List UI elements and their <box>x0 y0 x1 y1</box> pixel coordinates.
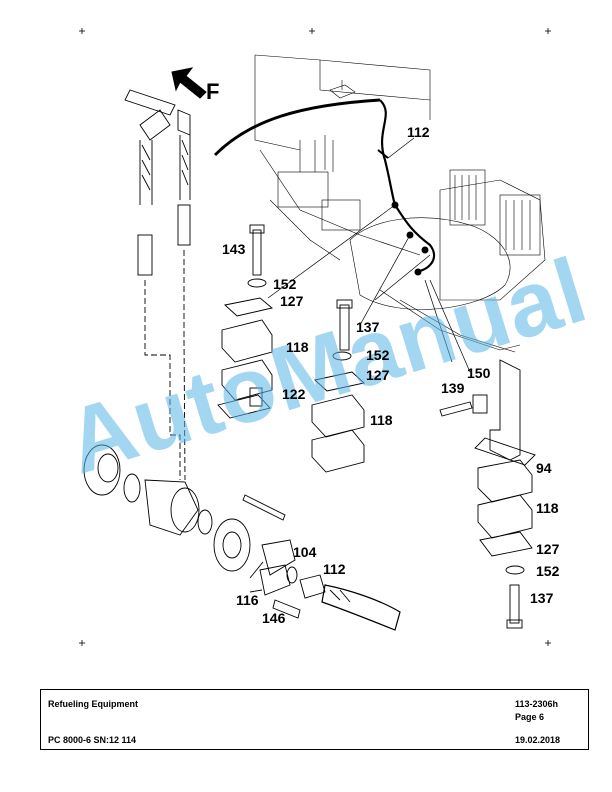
callout-137-middle: 137 <box>356 319 380 335</box>
clamp-stack-middle <box>311 299 365 473</box>
callout-118-middle: 118 <box>370 412 393 428</box>
callout-118-left: 118 <box>286 339 309 355</box>
callout-112-top: 112 <box>407 124 430 140</box>
callout-104: 104 <box>293 544 317 560</box>
title-block: Refueling Equipment 113-2306h Page 6 PC … <box>40 689 589 750</box>
swivel-assembly <box>83 444 401 631</box>
callout-112-bottom: 112 <box>323 561 346 577</box>
callout-146: 146 <box>262 610 286 626</box>
hose-assembly-left <box>124 89 191 481</box>
callout-127-right: 127 <box>536 541 560 557</box>
parts-diagram <box>79 28 551 646</box>
bracket-right <box>439 359 536 629</box>
machine-structure <box>254 54 546 353</box>
footer-model: PC 8000-6 SN:12 114 <box>48 735 137 745</box>
callout-94: 94 <box>536 460 552 476</box>
footer-date: 19.02.2018 <box>515 735 561 745</box>
callout-152-right: 152 <box>536 563 560 579</box>
fuel-line-top <box>213 98 381 157</box>
direction-label: F <box>206 79 220 104</box>
callout-150: 150 <box>467 365 491 381</box>
direction-arrow <box>171 67 207 99</box>
clamp-stack-left <box>217 224 273 419</box>
callout-127-left: 127 <box>280 293 304 309</box>
crop-marks <box>79 28 551 646</box>
callout-152-middle: 152 <box>366 347 390 363</box>
callout-139: 139 <box>441 380 465 396</box>
footer-doc-number: 113-2306h <box>515 699 559 709</box>
callout-143: 143 <box>222 241 246 257</box>
callout-116: 116 <box>236 592 259 608</box>
callout-137-right: 137 <box>530 590 554 606</box>
callout-152-left: 152 <box>273 276 297 292</box>
callout-122: 122 <box>282 386 306 402</box>
callout-127-middle: 127 <box>366 367 390 383</box>
footer-page: Page 6 <box>515 712 545 722</box>
leader-lines <box>267 137 471 373</box>
callout-118-right: 118 <box>536 500 559 516</box>
footer-title: Refueling Equipment <box>48 699 138 709</box>
